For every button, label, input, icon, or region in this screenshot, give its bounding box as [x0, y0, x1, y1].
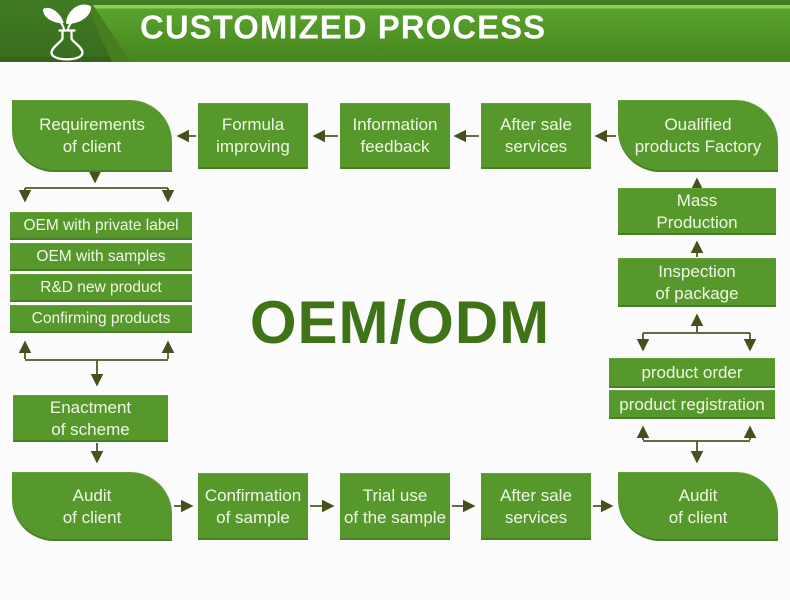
flask-leaf-icon: [42, 4, 92, 61]
header-banner: [93, 5, 790, 62]
node-rd-new-product: R&D new product: [10, 274, 192, 302]
oem-odm-label: OEM/ODM: [249, 289, 551, 356]
node-after-sale-services-top: After sale services: [481, 103, 591, 169]
node-confirming-products: Confirming products: [10, 305, 192, 333]
node-audit-of-client-right: Audit of client: [618, 472, 778, 541]
oem-options-stack: OEM with private label OEM with samples …: [10, 212, 192, 333]
node-formula-improving: Formula improving: [198, 103, 308, 169]
node-audit-of-client-left: Audit of client: [12, 472, 172, 541]
node-oem-with-private-label: OEM with private label: [10, 212, 192, 240]
node-enactment-of-scheme: Enactment of scheme: [13, 395, 168, 442]
node-mass-production: Mass Production: [618, 188, 776, 235]
node-product-order: product order: [609, 358, 775, 388]
node-confirmation-of-sample: Confirmation of sample: [198, 473, 308, 540]
node-trial-use-of-the-sample: Trial use of the sample: [340, 473, 450, 540]
node-information-feedback: Information feedback: [340, 103, 450, 169]
page-title: CUSTOMIZED PROCESS: [140, 7, 547, 45]
node-qualified-products-factory: Oualified products Factory: [618, 100, 778, 172]
node-oem-with-samples: OEM with samples: [10, 243, 192, 271]
node-inspection-of-package: Inspection of package: [618, 258, 776, 307]
node-after-sale-services-bottom: After sale services: [481, 473, 591, 540]
header: CUSTOMIZED PROCESS: [0, 0, 790, 62]
node-requirements-of-client: Requirements of client: [12, 100, 172, 172]
node-product-registration: product registration: [609, 390, 775, 419]
